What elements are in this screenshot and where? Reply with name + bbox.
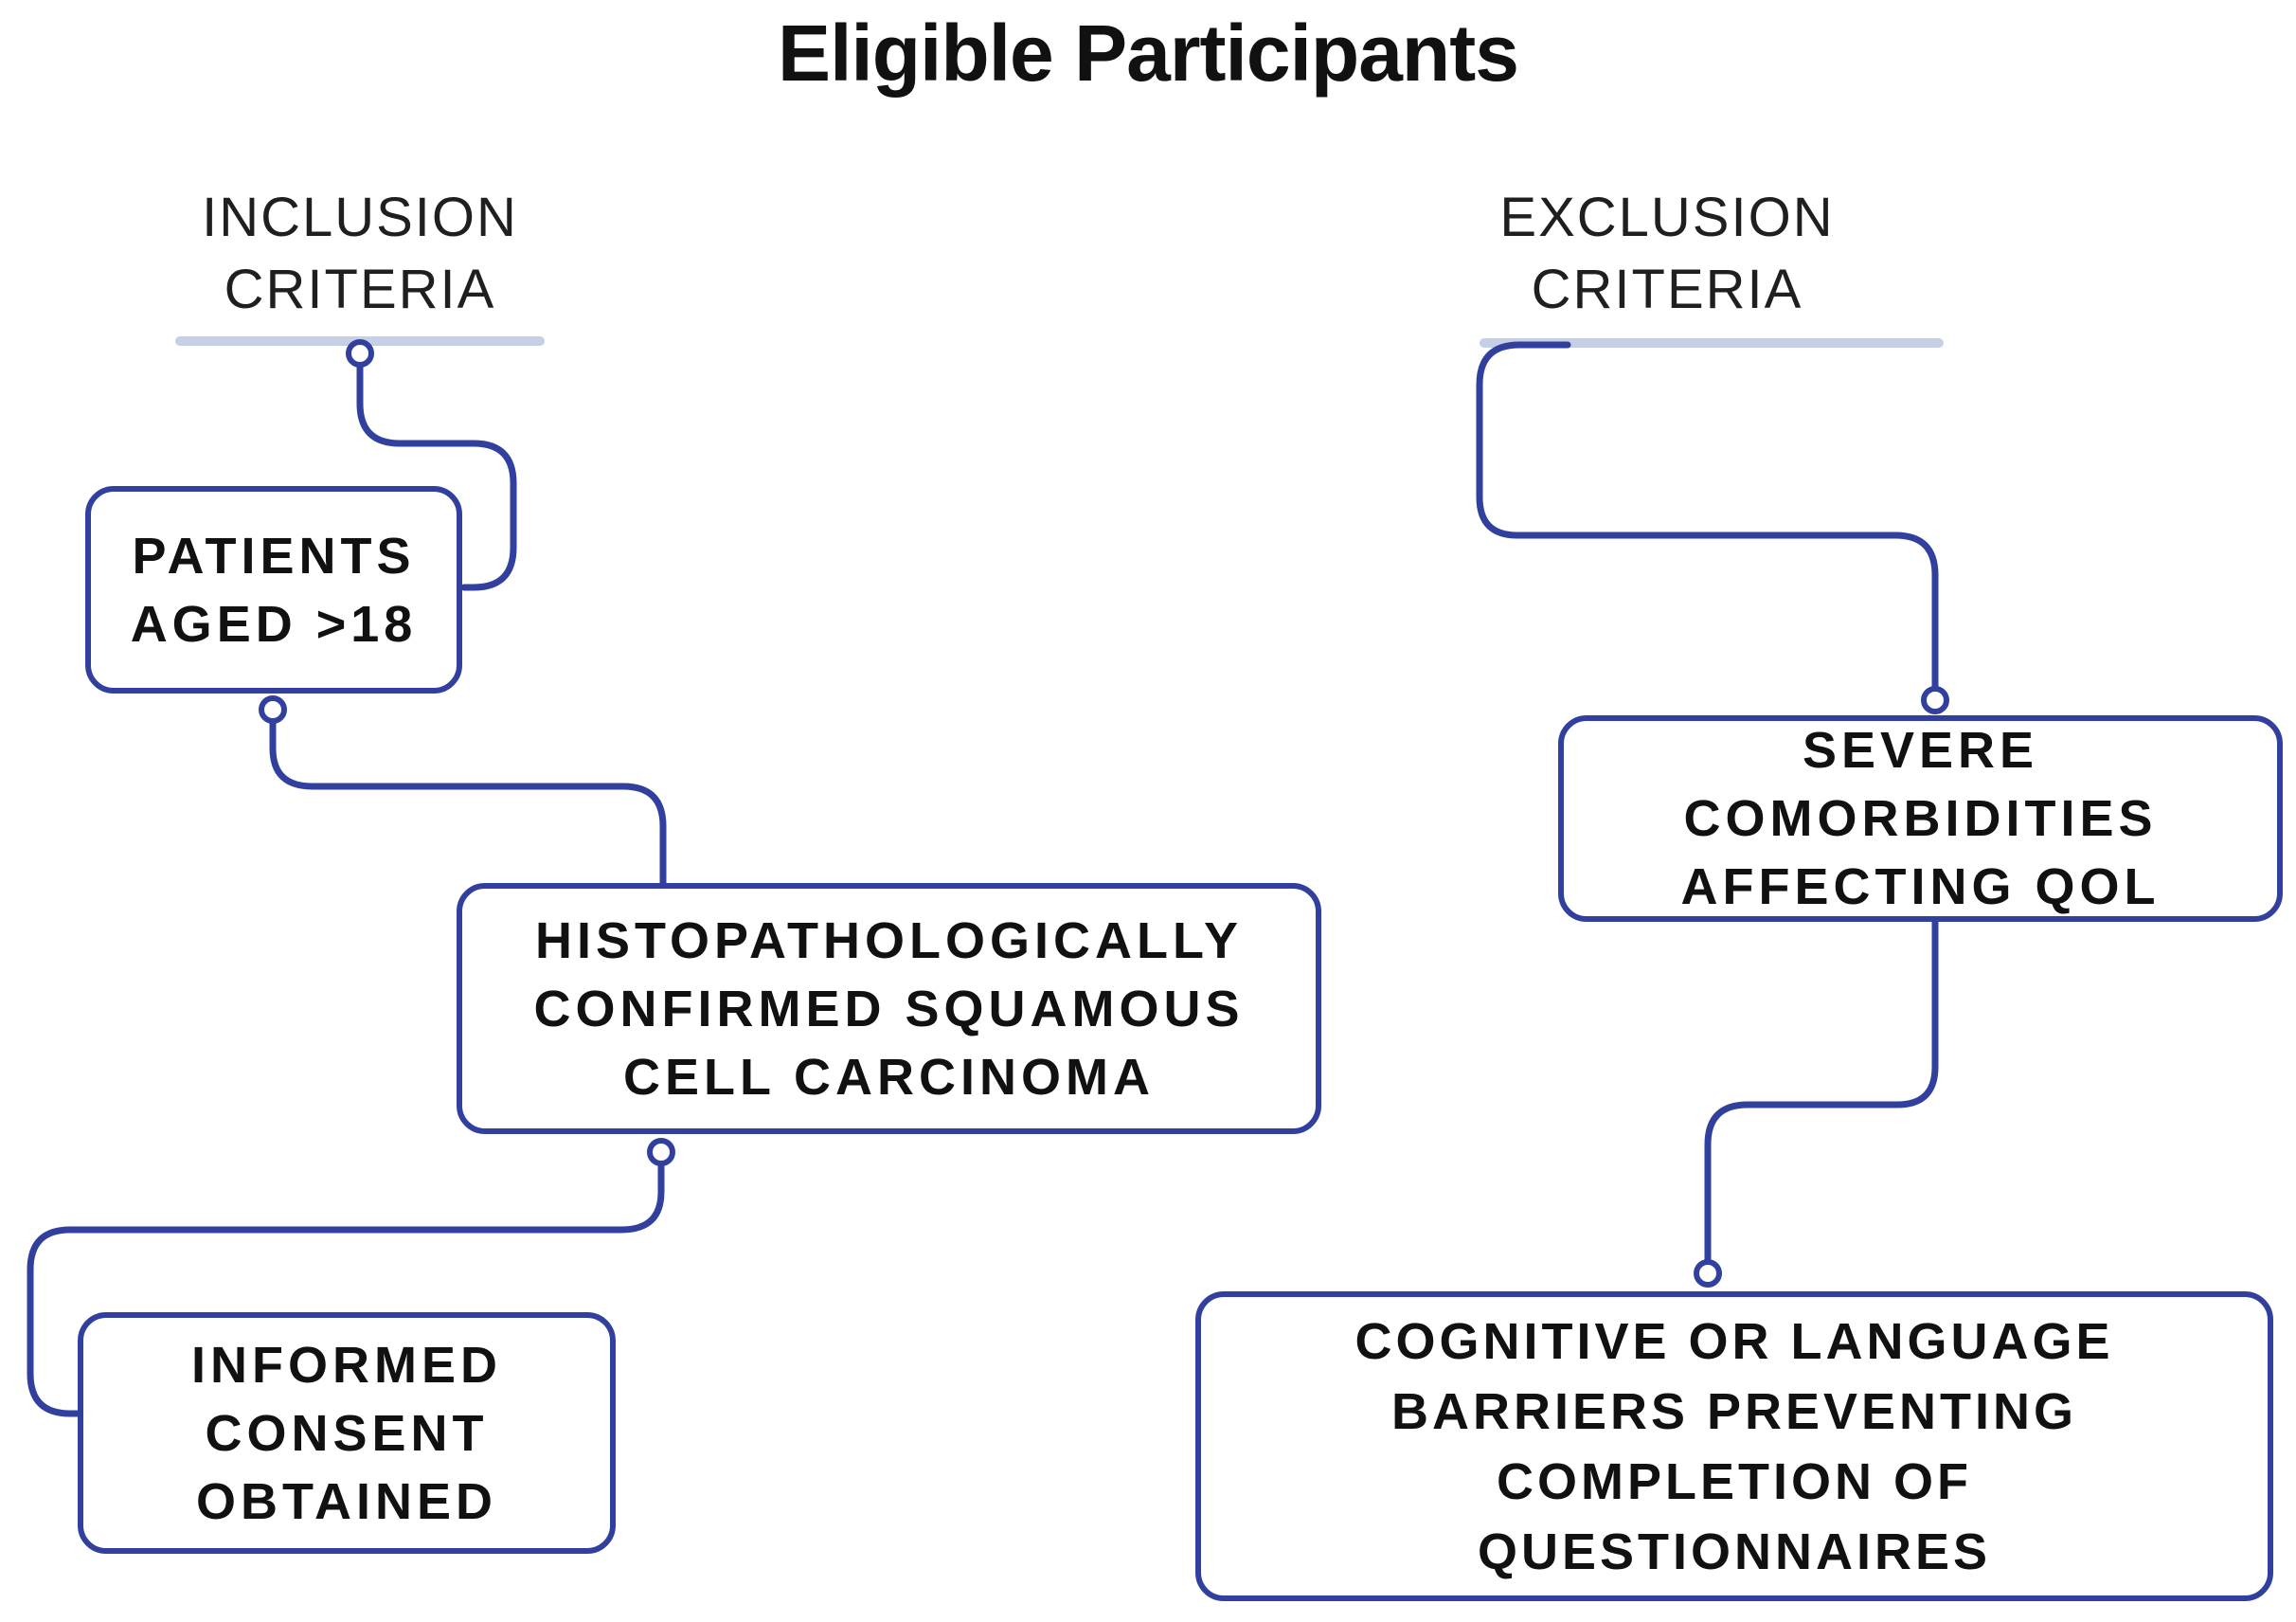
page-title: Eligible Participants <box>778 9 1519 98</box>
connector-severe-to-cognitive <box>1704 916 1939 1265</box>
exclusion-underline <box>1480 338 1944 348</box>
node-histopathologically-confirmed: HISTOPATHOLOGICALLY CONFIRMED SQUAMOUS C… <box>457 883 1321 1134</box>
inclusion-heading: INCLUSION CRITERIA <box>202 187 518 320</box>
node-label: SEVERE COMORBIDITIES AFFECTING QOL <box>1680 722 2161 915</box>
node-dot-histo-out <box>647 1138 675 1166</box>
node-label: HISTOPATHOLOGICALLY CONFIRMED SQUAMOUS C… <box>533 911 1245 1106</box>
exclusion-heading: EXCLUSION CRITERIA <box>1499 187 1835 320</box>
node-severe-comorbidities: SEVERE COMORBIDITIES AFFECTING QOL <box>1558 715 2283 922</box>
node-informed-consent: INFORMED CONSENT OBTAINED <box>78 1312 616 1554</box>
node-dot-patients-out <box>259 695 287 724</box>
node-label: INFORMED CONSENT OBTAINED <box>191 1336 502 1530</box>
connector-exclusion-to-severe <box>1476 341 1939 692</box>
node-patients-aged-18: PATIENTS AGED >18 <box>85 486 462 694</box>
node-dot-inclusion-start <box>346 339 374 368</box>
node-cognitive-language-barriers: COGNITIVE OR LANGUAGE BARRIERS PREVENTIN… <box>1195 1291 2273 1601</box>
connector-histo-to-informed <box>27 1160 665 1417</box>
node-label: PATIENTS AGED >18 <box>130 527 418 653</box>
node-dot-severe-in <box>1921 686 1949 714</box>
connector-patients-to-histo <box>269 717 667 889</box>
node-label: COGNITIVE OR LANGUAGE BARRIERS PREVENTIN… <box>1354 1312 2114 1580</box>
node-dot-cognitive-in <box>1694 1259 1722 1288</box>
connector-inclusion-to-patients <box>356 361 517 591</box>
